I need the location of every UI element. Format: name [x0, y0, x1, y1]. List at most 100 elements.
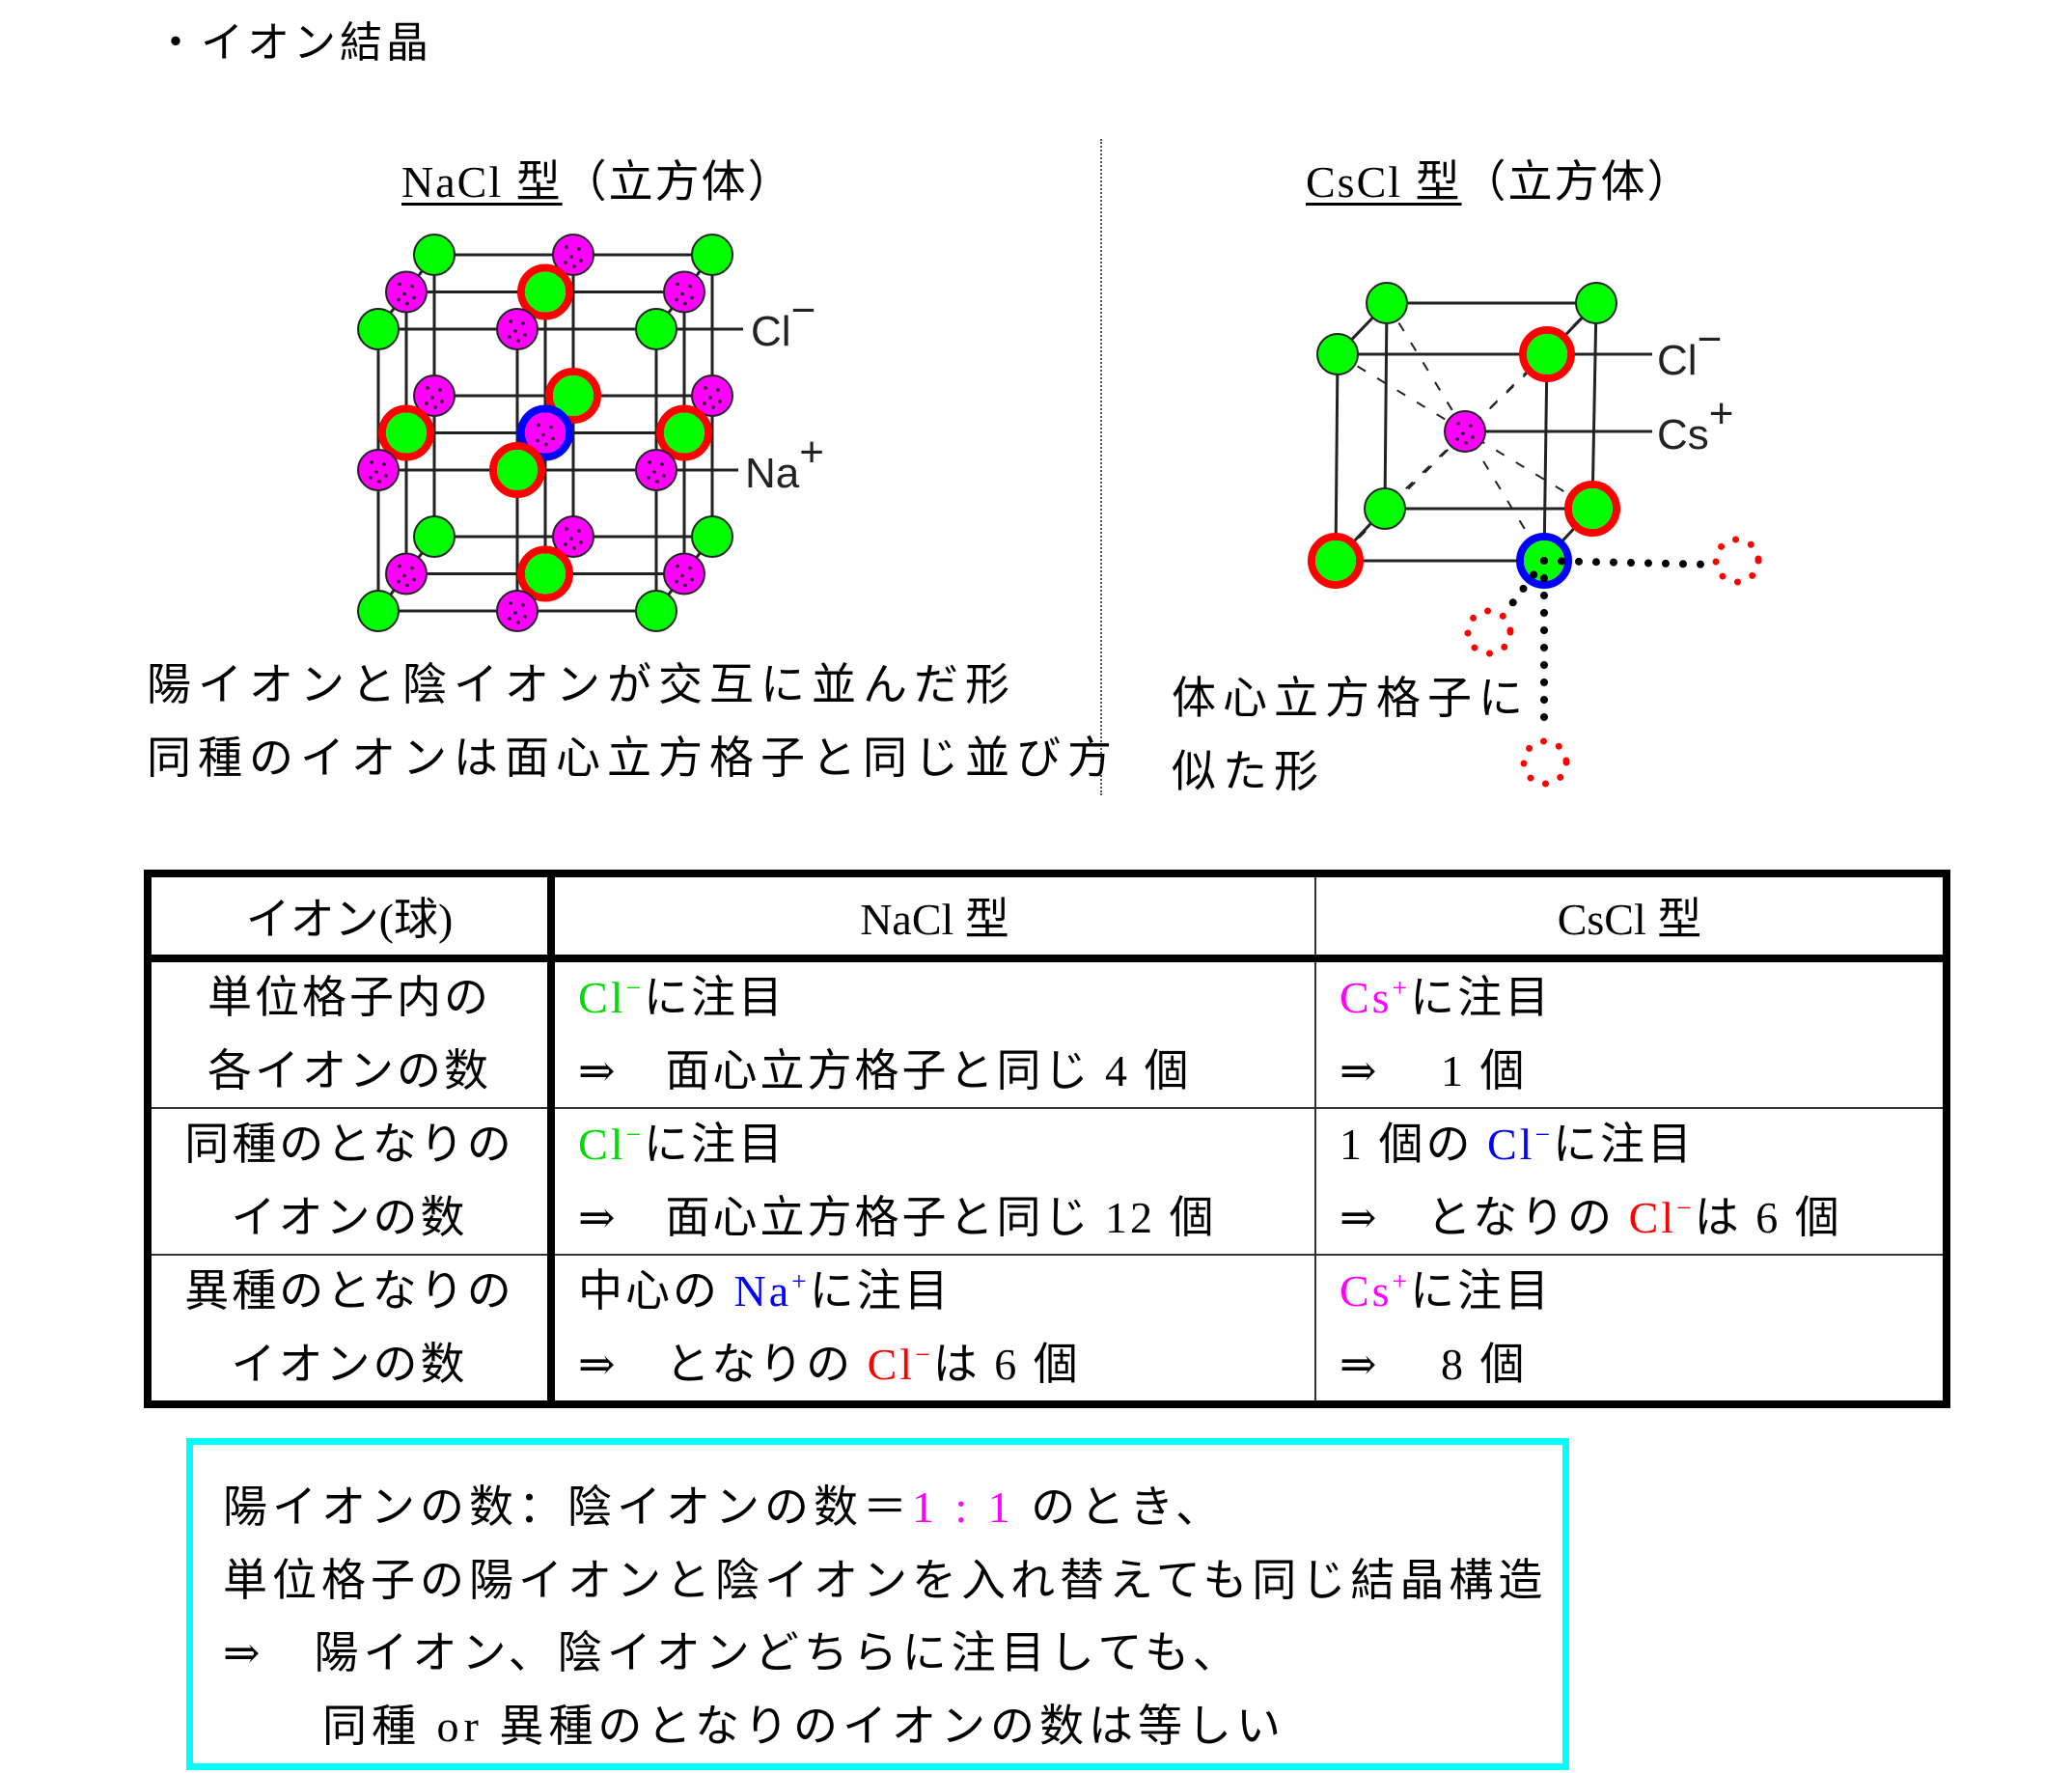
- highlighted-text: Cl: [867, 1340, 916, 1389]
- nacl-caption: 陽イオンと陰イオンが交互に並んだ形 同種のイオンは面心立方格子と同じ並び方: [147, 649, 1119, 795]
- sphere-dot: [508, 617, 511, 621]
- text-segment: ⇒ 陽イオン、陰イオンどちらに注目しても、: [223, 1628, 1242, 1677]
- cl-ion-sphere: [357, 590, 400, 632]
- cell-line: Cs+に注目: [1340, 1256, 1943, 1327]
- text-segment: ⇒ 面心立方格子と同じ 4 個: [578, 1046, 1192, 1095]
- sphere-dot: [523, 333, 527, 337]
- highlighted-text: Na: [733, 1266, 792, 1316]
- sphere-dot: [688, 566, 692, 570]
- sphere-dot: [572, 264, 576, 268]
- sphere-dot: [688, 284, 692, 289]
- highlighted-text: −: [915, 1339, 933, 1370]
- sphere-dot: [569, 255, 573, 259]
- sphere-dot: [397, 579, 401, 584]
- cation-sphere: [496, 590, 539, 632]
- cl-ion-sphere: [1366, 282, 1408, 324]
- highlighted-text: −: [625, 972, 645, 1003]
- cell-line: Cl−に注目: [578, 962, 1314, 1034]
- cl-ion-sphere: [635, 308, 677, 350]
- sphere-dot: [402, 573, 406, 578]
- cell-line: ⇒ となりの Cl−は 6 個: [1340, 1182, 1943, 1254]
- sphere-dot: [509, 601, 512, 605]
- neighbor-ion-highlight: [489, 442, 545, 498]
- table-header-row: イオン(球) NaCl 型 CsCl 型: [147, 873, 1948, 962]
- sphere-dot: [544, 442, 548, 447]
- sphere-dot: [655, 480, 659, 484]
- sphere-dot: [704, 386, 707, 390]
- sphere-dot: [410, 566, 414, 570]
- sphere-dot: [716, 388, 720, 392]
- cation-sphere: [525, 412, 566, 454]
- sphere-dot: [402, 291, 406, 296]
- lattice-bond: [1386, 302, 1545, 562]
- sphere-dot: [382, 462, 386, 466]
- note-line: ⇒ 陽イオン、陰イオンどちらに注目しても、: [223, 1618, 1242, 1681]
- text-segment: 同種 or 異種のとなりのイオンの数は等しい: [322, 1702, 1285, 1751]
- sphere-dot: [412, 295, 416, 300]
- sphere-dot: [410, 284, 414, 289]
- row-label-line: イオンの数: [231, 1193, 468, 1242]
- highlighted-text: −: [625, 1119, 645, 1150]
- text-segment: に注目: [1410, 973, 1553, 1022]
- neighbor-ion-highlight: [517, 263, 573, 320]
- cscl-label-cs: Cs+: [1657, 390, 1733, 458]
- sphere-dot: [718, 400, 722, 403]
- text-segment: に注目: [809, 1266, 952, 1316]
- cation-sphere: [663, 552, 705, 596]
- neighbor-ion-highlight: [656, 404, 712, 461]
- table-row: 単位格子内の各イオンの数 Cl−に注目 ⇒ 面心立方格子と同じ 4 個 Cs+に注…: [147, 957, 1948, 1109]
- cscl-heading: CsCl 型（立方体）: [1306, 147, 1694, 210]
- sphere-dot: [683, 301, 687, 306]
- sphere-dot: [541, 432, 545, 437]
- text-segment: に注目: [1553, 1120, 1696, 1169]
- nacl-cell: Cl−に注目 ⇒ 面心立方格子と同じ 4 個: [550, 957, 1316, 1109]
- sphere-dot: [572, 546, 576, 550]
- cscl-cell: Cs+に注目⇒ 1 個: [1314, 957, 1948, 1109]
- sphere-dot: [536, 438, 539, 443]
- sphere-dot: [564, 542, 567, 546]
- sphere-dot: [513, 611, 517, 615]
- sphere-dot: [652, 470, 656, 474]
- cl-ion-sphere: [386, 412, 427, 454]
- crystal-diagrams: Cl− Na+ Cl− Cs+: [357, 234, 1762, 788]
- sphere-dot: [1461, 431, 1465, 435]
- sphere-dot: [660, 462, 664, 466]
- header-cscl: CsCl 型: [1314, 873, 1948, 962]
- row-label: 同種のとなりのイオンの数: [147, 1107, 555, 1256]
- dotted-extension: [1504, 557, 1548, 614]
- sphere-dot: [1471, 435, 1475, 439]
- sphere-dot: [537, 423, 540, 428]
- nacl-cell: 中心の Na+に注目⇒ となりの Cl−は 6 個: [550, 1254, 1316, 1405]
- sphere-dot: [711, 405, 715, 409]
- sphere-dot: [430, 396, 434, 400]
- sphere-dot: [675, 297, 678, 302]
- sphere-dot: [690, 577, 694, 582]
- row-label: 単位格子内の各イオンの数: [147, 957, 555, 1109]
- header-ion: イオン(球): [147, 873, 555, 962]
- cell-line: 1 個の Cl−に注目: [1340, 1109, 1943, 1180]
- dotted-extension: [1540, 557, 1718, 568]
- table-row: 異種のとなりのイオンの数 中心の Na+に注目⇒ となりの Cl−は 6 個 C…: [147, 1254, 1948, 1405]
- lattice-bond: [1383, 302, 1389, 510]
- nacl-caption-line: 陽イオンと陰イオンが交互に並んだ形: [147, 660, 1016, 709]
- cl-ion-sphere: [1364, 487, 1406, 530]
- sphere-dot: [521, 603, 525, 607]
- text-segment: 陽イオンの数：陰イオンの数＝: [223, 1482, 912, 1532]
- highlighted-text: +: [1392, 1265, 1411, 1296]
- sphere-dot: [516, 621, 520, 624]
- cscl-caption-line: 体心立方格子に: [1172, 674, 1530, 723]
- text-segment: に注目: [644, 1120, 787, 1169]
- sphere-dot: [577, 247, 581, 251]
- sphere-dot: [703, 402, 706, 405]
- sphere-dot: [565, 245, 568, 249]
- text-segment: に注目: [644, 973, 787, 1022]
- nacl-lattice-diagram: [357, 234, 743, 632]
- cl-ion-sphere: [1527, 334, 1567, 374]
- cl-ion-sphere: [664, 412, 704, 454]
- sphere-dot: [516, 339, 520, 343]
- sphere-dot: [521, 321, 525, 325]
- sphere-dot: [551, 436, 555, 441]
- sphere-dot: [397, 297, 401, 302]
- cl-ion-sphere: [1575, 282, 1617, 324]
- text-segment: 1 個の: [1340, 1120, 1487, 1169]
